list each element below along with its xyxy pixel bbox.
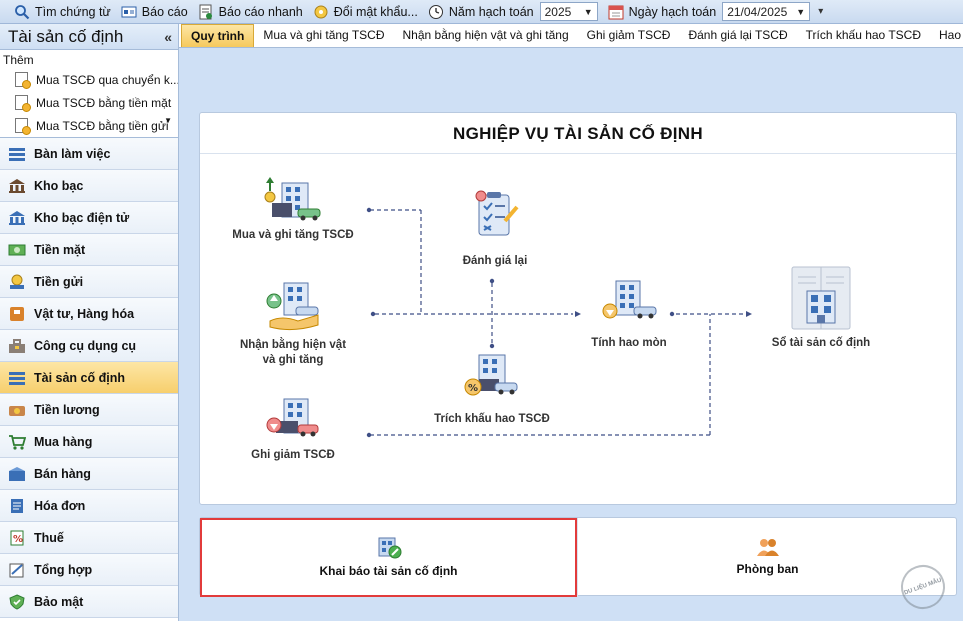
fiscal-year-select[interactable]: 2025 ▼ <box>539 2 598 21</box>
collapse-sidebar-button[interactable]: « <box>164 28 172 45</box>
inventory-icon <box>8 306 26 322</box>
sidebar-item-tools[interactable]: Công cụ dụng cụ <box>0 330 178 362</box>
sidebar-item-fixed-assets[interactable]: Tài sản cố định <box>0 362 178 394</box>
shield-icon <box>8 593 26 610</box>
tab-buy-increase[interactable]: Mua và ghi tăng TSCĐ <box>263 28 385 42</box>
deposit-icon <box>8 274 26 290</box>
summary-icon <box>8 562 26 578</box>
calendar-icon <box>608 4 624 20</box>
document-icon <box>15 72 31 89</box>
posting-date-label: Ngày hạch toán <box>604 1 723 23</box>
users-icon <box>578 537 957 560</box>
tab-revalue[interactable]: Đánh giá lại TSCĐ <box>688 28 788 42</box>
building-hand-icon <box>262 279 324 338</box>
node-buy-increase[interactable]: Mua và ghi tăng TSCĐ <box>228 175 358 243</box>
svg-text:%: % <box>13 534 23 545</box>
node-receive-increase[interactable]: Nhận bằng hiện vật và ghi tăng <box>228 279 358 368</box>
tax-icon: % <box>8 530 26 546</box>
e-treasury-icon <box>8 210 26 226</box>
sidebar-item-desk[interactable]: Bàn làm việc <box>0 138 178 170</box>
sidebar-item-purchase[interactable]: Mua hàng <box>0 426 178 458</box>
top-toolbar: Tìm chứng từ Báo cáo Báo cáo nhanh Đổi m… <box>0 0 963 24</box>
quick-add-panel: Thêm Mua TSCĐ qua chuyển k... Mua TSCĐ b… <box>0 50 178 138</box>
sidebar-item-cash[interactable]: Tiền mặt <box>0 234 178 266</box>
tools-icon <box>8 338 26 354</box>
sidebar-item-payroll[interactable]: Tiền lương <box>0 394 178 426</box>
posting-date-picker[interactable]: 21/04/2025 ▼ <box>722 2 811 21</box>
tab-wear[interactable]: Hao mòn TSCĐ <box>939 28 963 42</box>
building-car-icon <box>262 175 324 228</box>
node-revalue[interactable]: Đánh giá lại <box>440 189 550 269</box>
quick-report-button[interactable]: Báo cáo nhanh <box>194 1 309 23</box>
building-wear-icon <box>598 279 660 330</box>
invoice-icon <box>8 498 26 514</box>
declare-fixed-asset-button[interactable]: Khai báo tài sản cố định <box>200 518 577 597</box>
chevron-down-icon: ▼ <box>583 6 593 17</box>
quick-item-buy-deposit[interactable]: Mua TSCĐ bằng tiền gửi <box>3 114 178 137</box>
svg-text:%: % <box>468 383 478 394</box>
sidebar-item-tax[interactable]: % Thuế <box>0 522 178 554</box>
sidebar-header: Tài sản cố định « <box>0 24 178 50</box>
sidebar: Tài sản cố định « Thêm Mua TSCĐ qua chuy… <box>0 24 179 621</box>
asset-declare-icon <box>202 535 575 562</box>
departments-button[interactable]: Phòng ban <box>577 518 957 597</box>
sidebar-item-summary[interactable]: Tổng hợp <box>0 554 178 586</box>
building-percent-icon: % <box>461 353 523 406</box>
scroll-down-icon[interactable]: ▼ <box>164 116 172 125</box>
fixed-assets-icon <box>8 370 26 386</box>
process-flow-lines <box>366 207 752 438</box>
document-icon <box>15 95 31 112</box>
clipboard-check-icon <box>469 189 521 244</box>
tab-receive-increase[interactable]: Nhận bằng hiện vật và ghi tăng <box>402 28 569 42</box>
sidebar-item-e-treasury[interactable]: Kho bạc điện tử <box>0 202 178 234</box>
sidebar-item-treasury[interactable]: Kho bạc <box>0 170 178 202</box>
treasury-icon <box>8 178 26 194</box>
toolbar-overflow-icon[interactable]: ▾ <box>818 6 824 17</box>
node-decrease[interactable]: Ghi giảm TSCĐ <box>228 395 358 463</box>
sales-icon <box>8 466 26 482</box>
quick-item-buy-transfer[interactable]: Mua TSCĐ qua chuyển k... <box>3 68 178 91</box>
search-voucher-button[interactable]: Tìm chứng từ <box>10 1 117 23</box>
payroll-icon <box>8 402 26 418</box>
tab-decrease[interactable]: Ghi giảm TSCĐ <box>586 28 671 42</box>
cash-icon <box>8 242 26 258</box>
node-ledger[interactable]: Sổ tài sản cố định <box>756 265 886 351</box>
report-button[interactable]: Báo cáo <box>117 1 194 23</box>
quick-add-label: Thêm <box>3 53 34 67</box>
building-decrease-icon <box>262 395 324 448</box>
quick-report-icon <box>198 4 214 20</box>
node-depreciation[interactable]: % Trích khấu hao TSCĐ <box>422 353 562 427</box>
sidebar-item-sales[interactable]: Bán hàng <box>0 458 178 490</box>
key-icon <box>313 4 329 20</box>
process-panel: NGHIỆP VỤ TÀI SẢN CỐ ĐỊNH <box>199 112 957 505</box>
process-title: NGHIỆP VỤ TÀI SẢN CỐ ĐỊNH <box>200 113 956 154</box>
change-password-button[interactable]: Đổi mật khẩu... <box>309 1 424 23</box>
sidebar-title: Tài sản cố định <box>8 26 124 46</box>
main-content: NGHIỆP VỤ TÀI SẢN CỐ ĐỊNH <box>179 48 963 621</box>
quick-item-buy-cash[interactable]: Mua TSCĐ bằng tiền mặt <box>3 91 178 114</box>
bottom-shortcuts: Khai báo tài sản cố định Phòng ban <box>199 517 957 597</box>
sidebar-item-inventory[interactable]: Vật tư, Hàng hóa <box>0 298 178 330</box>
tab-process[interactable]: Quy trình <box>181 24 255 47</box>
report-icon <box>121 4 137 20</box>
sidebar-item-deposit[interactable]: Tiền gửi <box>0 266 178 298</box>
chevron-down-icon: ▼ <box>796 6 806 17</box>
book-icon <box>790 265 852 334</box>
node-wear[interactable]: Tính hao mòn <box>584 279 674 351</box>
document-icon <box>15 118 31 135</box>
tab-depreciation[interactable]: Trích khấu hao TSCĐ <box>805 28 922 42</box>
cart-icon <box>8 434 27 450</box>
clock-icon <box>428 4 444 20</box>
sidebar-item-invoice[interactable]: Hóa đơn <box>0 490 178 522</box>
search-icon <box>14 4 30 20</box>
tab-bar: Quy trình Mua và ghi tăng TSCĐ Nhận bằng… <box>179 24 963 48</box>
fiscal-year-label: Năm hạch toán <box>424 1 540 23</box>
desk-icon <box>8 146 26 162</box>
sidebar-item-security[interactable]: Bảo mật <box>0 586 178 618</box>
